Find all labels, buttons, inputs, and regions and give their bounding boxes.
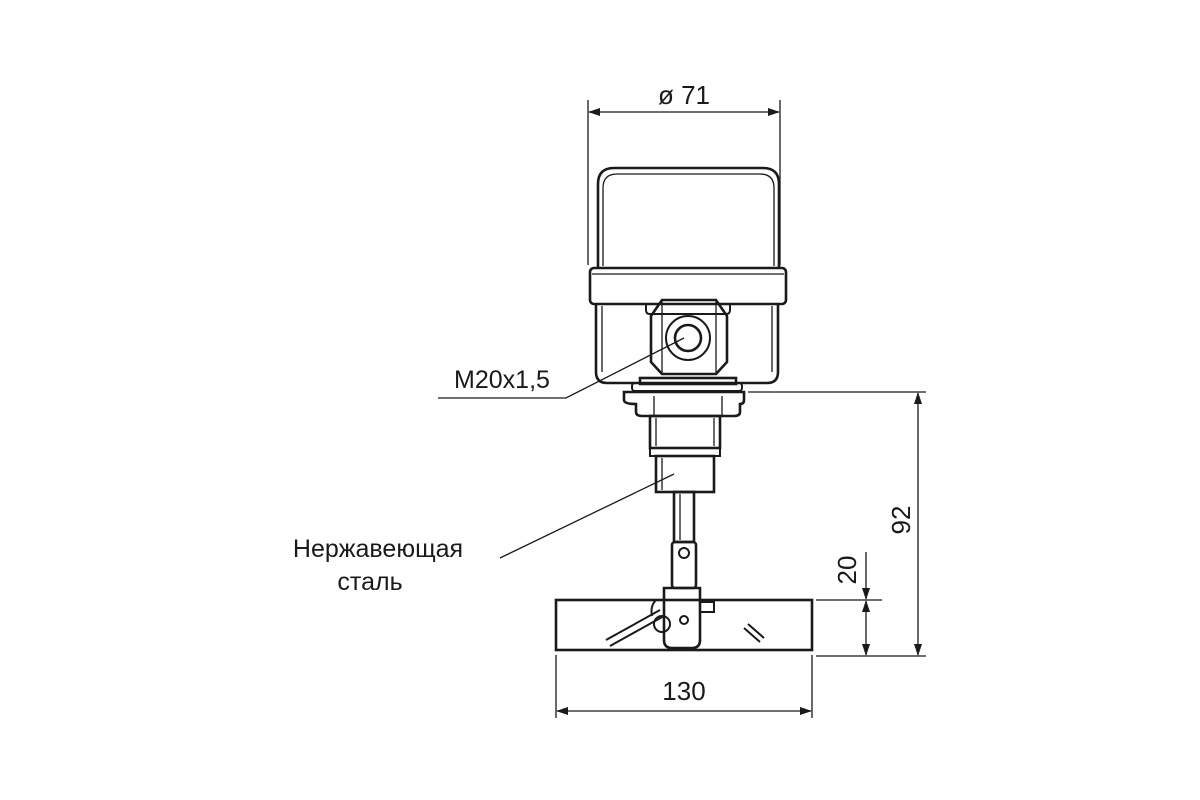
material-label-line2: сталь <box>337 568 402 596</box>
mounting-nut <box>622 390 746 418</box>
housing-lid <box>596 166 781 268</box>
stem-and-paddle <box>554 490 814 652</box>
dimension-height-total: 92 <box>748 391 926 657</box>
diameter-label: ø 71 <box>658 80 710 110</box>
housing <box>588 166 788 392</box>
callout-material: Нержавеющая сталь <box>293 473 675 596</box>
paddle-height-label: 20 <box>832 556 862 585</box>
dimension-height-paddle: 20 <box>816 552 882 656</box>
dimension-diameter: ø 71 <box>587 80 781 265</box>
spring-right <box>743 623 765 643</box>
thread-label: M20x1,5 <box>454 366 550 394</box>
gland-hex-nut <box>649 298 729 376</box>
material-label-line1: Нержавеющая <box>293 535 463 563</box>
housing-rim <box>588 266 788 306</box>
stem-rod <box>672 490 696 544</box>
cable-gland <box>645 298 731 376</box>
process-connection <box>622 390 746 494</box>
paddle-bracket <box>662 586 702 650</box>
total-height-label: 92 <box>886 506 916 535</box>
dimension-width: 130 <box>555 655 813 718</box>
paddle-plate <box>554 598 814 652</box>
thread-shank <box>648 414 722 450</box>
callout-thread: M20x1,5 <box>438 337 685 399</box>
steel-sleeve <box>654 454 716 494</box>
width-label: 130 <box>662 676 705 706</box>
gland-outer-ring <box>665 315 711 361</box>
gland-cable-hole <box>673 323 703 353</box>
housing-lid-inner <box>602 173 775 266</box>
